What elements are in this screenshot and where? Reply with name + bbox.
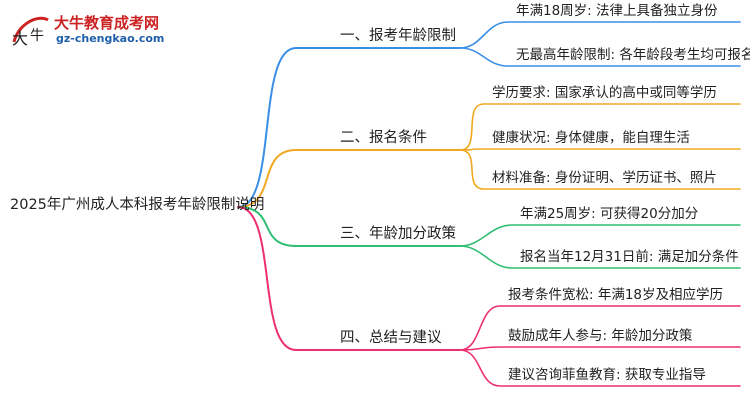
- leaf-label-4-3: 建议咨询菲鱼教育: 获取专业指导: [508, 367, 706, 383]
- leaf-label-1-1: 年满18周岁: 法律上具备独立身份: [516, 3, 718, 19]
- leaf-link-3-2: [459, 245, 741, 269]
- logo: 大 牛 大牛教育成考网 gz-chengkao.com: [6, 8, 206, 52]
- leaf-label-2-1: 学历要求: 国家承认的高中或同等学历: [492, 85, 717, 101]
- root-node-label: 2025年广州成人本科报考年龄限制说明: [10, 197, 265, 213]
- branch-label-4: 四、总结与建议: [340, 330, 442, 346]
- branch-link-1: [237, 47, 297, 208]
- leaf-link-2-1: [459, 103, 741, 151]
- leaf-link-1-2: [459, 47, 741, 67]
- leaf-link-4-3: [459, 349, 741, 387]
- svg-text:牛: 牛: [30, 28, 44, 44]
- leaf-label-4-1: 报考条件宽松: 年满18岁及相应学历: [508, 287, 724, 303]
- leaf-label-2-3: 材料准备: 身份证明、学历证书、照片: [492, 170, 717, 186]
- branch-link-3: [237, 206, 297, 247]
- branch-label-2: 二、报名条件: [340, 130, 427, 146]
- leaf-label-1-2: 无最高年龄限制: 各年龄段考生均可报名: [516, 47, 750, 63]
- leaf-label-3-2: 报名当年12月31日前: 满足加分条件: [520, 249, 739, 265]
- branch-link-2: [237, 149, 297, 208]
- branch-label-1: 一、报考年龄限制: [340, 28, 456, 44]
- leaf-link-4-1: [459, 305, 741, 351]
- mindmap-links: [237, 21, 741, 387]
- leaf-link-2-3: [459, 149, 741, 190]
- logo-domain-text: gz-chengkao.com: [56, 32, 165, 45]
- leaf-link-4-2: [459, 346, 741, 351]
- leaf-label-3-1: 年满25周岁: 可获得20分加分: [520, 206, 699, 222]
- leaf-label-4-2: 鼓励成年人参与: 年龄加分政策: [508, 328, 693, 344]
- leaf-link-1-1: [459, 21, 741, 49]
- leaf-link-2-2: [459, 148, 741, 151]
- logo-seal-icon: 大 牛: [12, 16, 49, 48]
- leaf-link-3-1: [459, 224, 741, 247]
- branch-link-4: [237, 206, 297, 351]
- branch-label-3: 三、年龄加分政策: [340, 226, 456, 242]
- svg-text:大: 大: [12, 29, 28, 48]
- logo-brand-text: 大牛教育成考网: [54, 14, 160, 32]
- leaf-label-2-2: 健康状况: 身体健康，能自理生活: [492, 130, 690, 146]
